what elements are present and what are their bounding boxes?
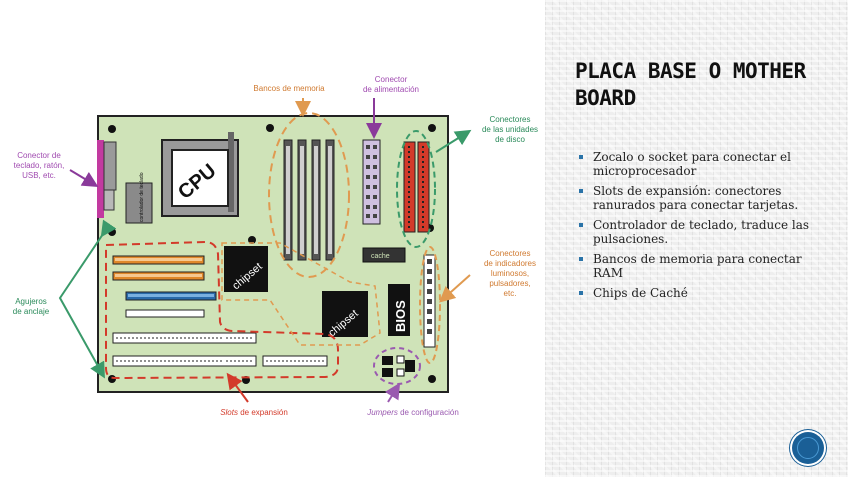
label-keyboard-2: teclado, ratón, bbox=[14, 161, 65, 170]
bullet-square-icon bbox=[579, 155, 583, 159]
bios-chip bbox=[388, 284, 410, 336]
cpu-chip bbox=[171, 149, 229, 207]
arrow-indicators bbox=[439, 274, 471, 303]
disk-connectors-outline bbox=[396, 130, 436, 248]
bullet-item: Chips de Caché bbox=[578, 286, 818, 300]
motherboard-diagram: controlador de teclado CPU bbox=[13, 75, 538, 417]
bullet-square-icon bbox=[579, 189, 583, 193]
label-indicators-1: Conectores bbox=[490, 249, 531, 258]
chipset-area-outline bbox=[221, 242, 381, 346]
slide-title: Placa base o Mother Board bbox=[575, 59, 806, 110]
expansion-slot-pins bbox=[116, 337, 324, 362]
memory-slot-cores bbox=[286, 146, 332, 254]
bullet-text: Zocalo o socket para conectar el micropr… bbox=[593, 150, 791, 178]
jumpers-outline bbox=[373, 347, 421, 385]
label-indicators-4: pulsadores, bbox=[489, 279, 530, 288]
bullet-list: Zocalo o socket para conectar el micropr… bbox=[578, 150, 818, 306]
label-memory-banks: Bancos de memoria bbox=[253, 84, 325, 93]
label-indicators-2: de indicadores bbox=[484, 259, 536, 268]
label-holes-1: Agujeros bbox=[15, 297, 47, 306]
label-expansion-slots: Slots de expansión bbox=[220, 408, 288, 417]
bios-label: BIOS bbox=[393, 300, 408, 332]
slide-number-circle-icon bbox=[792, 432, 824, 464]
arrow-disk bbox=[435, 129, 472, 153]
label-disk-2: de las unidades bbox=[482, 125, 538, 134]
arrow-keyboard bbox=[69, 169, 99, 188]
arrow-jumpers bbox=[384, 382, 401, 403]
label-indicators-3: luminosos, bbox=[491, 269, 529, 278]
front-panel-outline bbox=[419, 246, 441, 364]
label-jumpers: Jumpers de configuración bbox=[366, 408, 459, 417]
arrow-slots bbox=[226, 372, 249, 403]
label-disk-1: Conectores bbox=[490, 115, 531, 124]
bullet-item: Zocalo o socket para conectar el micropr… bbox=[578, 150, 818, 178]
text-pane bbox=[545, 0, 848, 477]
power-connector bbox=[362, 139, 381, 225]
label-indicators-5: etc. bbox=[504, 289, 517, 298]
jumpers bbox=[382, 355, 415, 377]
bullet-item: Controlador de teclado, traduce las puls… bbox=[578, 218, 818, 246]
label-holes-2: de anclaje bbox=[13, 307, 50, 316]
back-panel-block bbox=[103, 141, 117, 191]
bullet-square-icon bbox=[579, 291, 583, 295]
diagram-pane: controlador de teclado CPU bbox=[12, 75, 539, 417]
bullet-item: Bancos de memoria para conectar RAM bbox=[578, 252, 818, 280]
power-connector-pins bbox=[366, 145, 377, 218]
keyboard-controller-label: controlador de teclado bbox=[139, 172, 145, 222]
arrow-holes bbox=[58, 219, 117, 379]
bullet-text: Controlador de teclado, traduce las puls… bbox=[593, 218, 810, 246]
bullet-text: Chips de Caché bbox=[593, 286, 688, 300]
label-power-2: de alimentación bbox=[363, 85, 419, 94]
label-power-1: Conector bbox=[375, 75, 408, 84]
bullet-item: Slots de expansión: conectores ranurados… bbox=[578, 184, 818, 212]
chipset-south bbox=[322, 291, 368, 337]
bullet-text: Bancos de memoria para conectar RAM bbox=[593, 252, 802, 280]
keyboard-controller-chip bbox=[125, 182, 153, 224]
label-keyboard-3: USB, etc. bbox=[22, 171, 56, 180]
bullet-square-icon bbox=[579, 257, 583, 261]
bullet-square-icon bbox=[579, 223, 583, 227]
label-keyboard-1: Conector de bbox=[17, 151, 61, 160]
back-panel-block-2 bbox=[103, 189, 115, 211]
front-panel-pins bbox=[427, 259, 432, 334]
chipset-north bbox=[224, 246, 268, 292]
cache-label: cache bbox=[371, 253, 390, 260]
cpu-lever bbox=[228, 132, 234, 212]
keyboard-connector bbox=[97, 140, 104, 218]
cache-chip bbox=[362, 247, 406, 263]
label-disk-3: de disco bbox=[495, 135, 525, 144]
bullet-text: Slots de expansión: conectores ranurados… bbox=[593, 184, 799, 212]
memory-banks-outline bbox=[268, 112, 350, 278]
